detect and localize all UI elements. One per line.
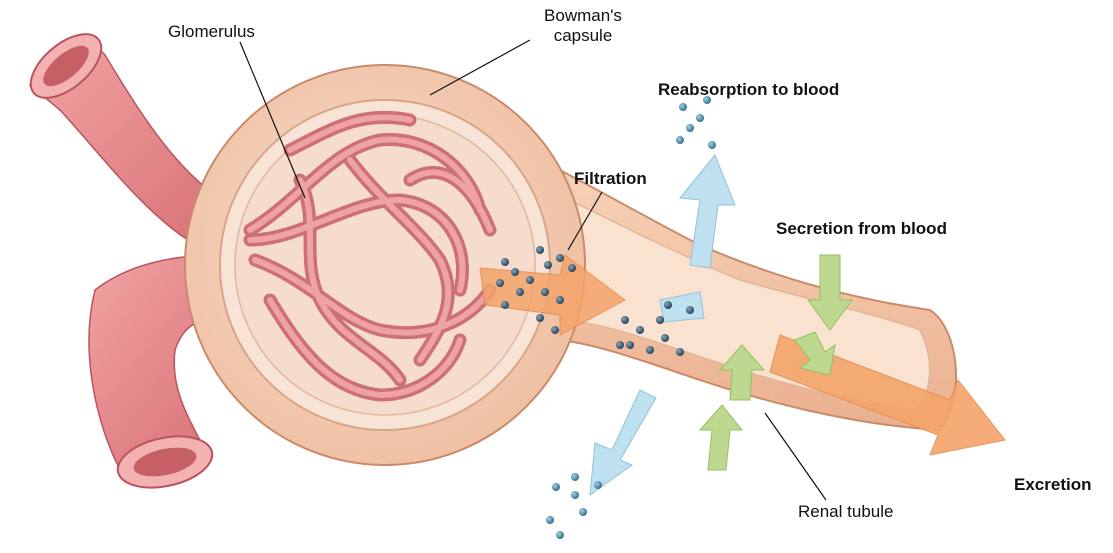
molecule-dot [544, 261, 552, 269]
molecule-dot [616, 341, 624, 349]
molecule-dot [679, 103, 687, 111]
molecule-dot [501, 301, 509, 309]
renal-tubule-leader-line [765, 413, 826, 500]
reabsorption-label: Reabsorption to blood [658, 80, 839, 100]
molecule-dot [516, 288, 524, 296]
bowmans-capsule-label-line1: Bowman's [538, 6, 628, 26]
molecule-dot [571, 473, 579, 481]
bowmans-capsule-label-line2: capsule [538, 26, 628, 46]
molecule-dot [626, 341, 634, 349]
excretion-label: Excretion [1014, 475, 1091, 495]
molecule-dot [696, 114, 704, 122]
molecule-dot [556, 296, 564, 304]
secretion-arrow-lower-2 [700, 405, 742, 470]
molecule-dot [686, 306, 694, 314]
molecule-dot [546, 516, 554, 524]
molecule-dot [686, 124, 694, 132]
molecule-dot [571, 491, 579, 499]
molecule-dot [646, 346, 654, 354]
molecule-dot [541, 288, 549, 296]
molecule-dot [552, 483, 560, 491]
molecule-dot [636, 326, 644, 334]
molecule-dot [496, 279, 504, 287]
secretion-label: Secretion from blood [776, 219, 947, 239]
glomerulus-label: Glomerulus [168, 22, 255, 42]
molecule-dot [664, 301, 672, 309]
molecule-dot [501, 258, 509, 266]
molecule-dot [556, 531, 564, 539]
molecule-dot [536, 246, 544, 254]
molecule-dot [708, 141, 716, 149]
molecule-dot [676, 348, 684, 356]
molecule-dot [661, 334, 669, 342]
molecule-dot [568, 264, 576, 272]
bowmans-capsule [185, 65, 585, 465]
renal-tubule-label: Renal tubule [798, 502, 893, 522]
bowmans-capsule-leader-line [430, 40, 530, 95]
molecule-dot [556, 254, 564, 262]
molecule-dot [526, 276, 534, 284]
reabsorption-arrow-lower [590, 390, 656, 495]
molecule-dot [594, 481, 602, 489]
molecule-dot [536, 314, 544, 322]
molecule-dot [551, 326, 559, 334]
filtration-label: Filtration [574, 169, 647, 189]
molecule-dot [656, 316, 664, 324]
molecule-dot [676, 136, 684, 144]
molecule-dot [511, 268, 519, 276]
bowmans-capsule-label: Bowman's capsule [538, 6, 628, 46]
molecule-dot [579, 508, 587, 516]
molecule-dot [621, 316, 629, 324]
